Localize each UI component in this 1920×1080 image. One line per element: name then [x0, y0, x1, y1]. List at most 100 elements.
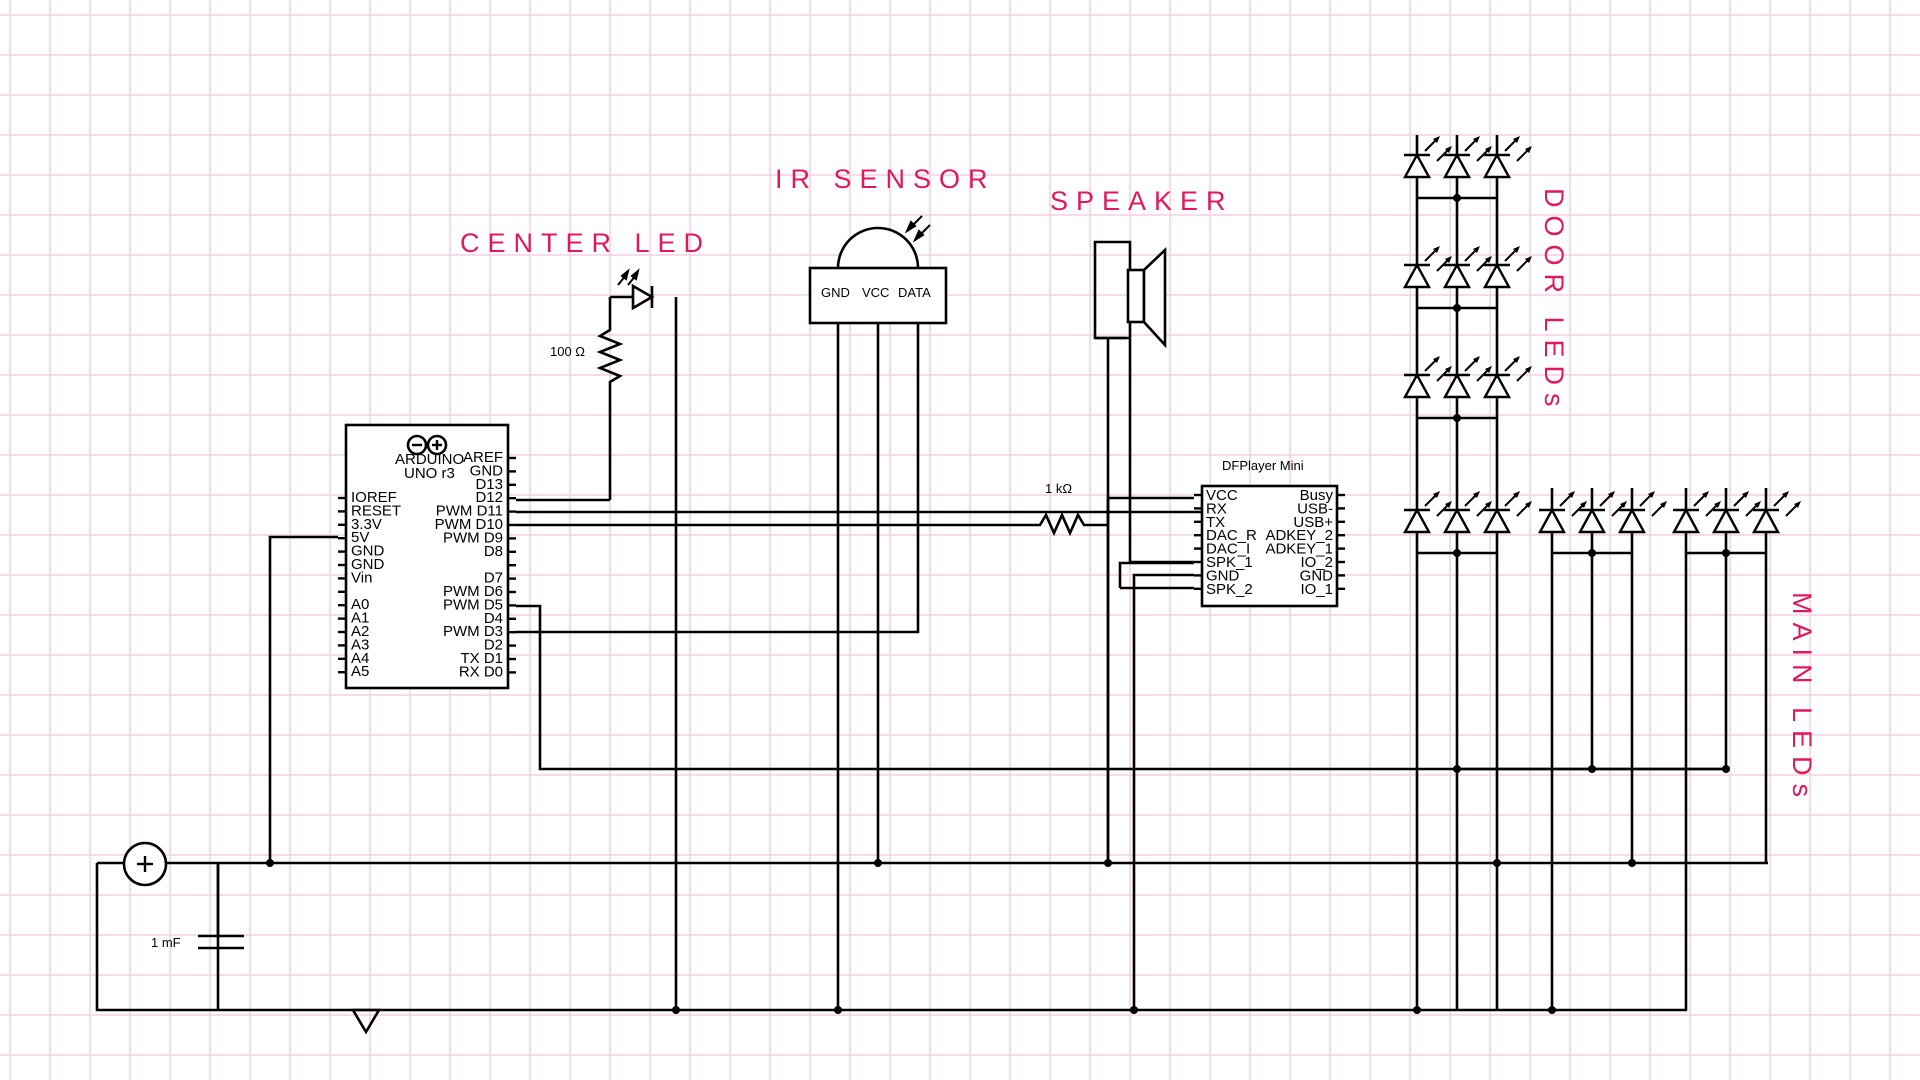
- junction-dot: [672, 1006, 680, 1014]
- arduino-pin-label: 3.3V: [351, 516, 382, 533]
- dfplayer-pin-label: Busy: [1300, 487, 1334, 504]
- dfplayer-pin-label: IO_1: [1300, 581, 1333, 598]
- junction-dot: [1453, 414, 1461, 422]
- junction-dot: [1104, 859, 1112, 867]
- junction-dot: [1413, 1006, 1421, 1014]
- center-led-diode-icon: [631, 283, 655, 311]
- dfplayer-pin-label: DAC_I: [1206, 541, 1250, 558]
- dfplayer-pin-label: IO_2: [1300, 554, 1333, 571]
- junction-dot: [1453, 765, 1461, 773]
- arduino-pin-label: GND: [351, 543, 385, 560]
- led-icon: [1751, 491, 1801, 534]
- wire: [516, 496, 1194, 537]
- arduino-pin-label: GND: [470, 462, 504, 479]
- arduino-pin-label: D8: [484, 543, 503, 560]
- center-led: 100 Ω: [550, 268, 655, 500]
- arduino-pin-label: PWM D5: [443, 596, 503, 613]
- arduino-model: UNO r3: [404, 465, 455, 482]
- junction-dot: [1453, 194, 1461, 202]
- arduino-pin-label: RESET: [351, 502, 401, 519]
- label-door-leds: DOOR LEDs: [1539, 188, 1569, 415]
- led-icon: [1402, 246, 1452, 289]
- center-led-light-arrows-icon: [617, 268, 640, 286]
- junction-dot: [1493, 859, 1501, 867]
- dfplayer-pin-label: DAC_R: [1206, 527, 1257, 544]
- wire: [268, 535, 338, 863]
- ground-icon: [350, 1008, 382, 1035]
- arduino-pin-label: A5: [351, 663, 369, 680]
- label-speaker: SPEAKER: [1050, 186, 1234, 216]
- junction-dot: [1453, 549, 1461, 557]
- label-center-led: CENTER LED: [460, 228, 711, 258]
- led-icon: [1577, 491, 1627, 534]
- arduino-pin-label: PWM D10: [435, 516, 503, 533]
- dfplayer-title: DFPlayer Mini: [1222, 458, 1304, 473]
- junction-dot: [1453, 304, 1461, 312]
- dfplayer-pin-label: USB+: [1293, 514, 1333, 531]
- led-icon: [1442, 491, 1492, 534]
- dfplayer-pin-label: SPK_2: [1206, 581, 1253, 598]
- speaker-frame: [1093, 240, 1132, 340]
- junction-dots: [266, 194, 1730, 1014]
- wire: [516, 323, 920, 634]
- junction-dot: [1722, 549, 1730, 557]
- dfplayer-pin-label: GND: [1206, 567, 1240, 584]
- resistor-1k-label: 1 kΩ: [1045, 481, 1072, 496]
- led-icon: [1482, 491, 1532, 534]
- led-icon: [1442, 246, 1492, 289]
- led-icon: [1482, 356, 1532, 399]
- ir-dome: [836, 226, 920, 269]
- arduino-pin-label: A1: [351, 610, 369, 627]
- arduino-pin-label: AREF: [463, 449, 503, 466]
- dfplayer-pin-label: ADKEY_1: [1265, 541, 1333, 558]
- led-icon: [1402, 356, 1452, 399]
- capacitor: 1 mF: [151, 934, 244, 950]
- led-array: [1402, 136, 1801, 534]
- led-icon: [1617, 491, 1667, 534]
- dfplayer-pin-label: SPK_1: [1206, 554, 1253, 571]
- ir-pin-vcc: VCC: [862, 285, 889, 300]
- junction-dot: [1548, 1006, 1556, 1014]
- speaker: [1093, 240, 1167, 349]
- junction-dot: [1130, 1006, 1138, 1014]
- arduino-pin-label: PWM D9: [443, 529, 503, 546]
- led-icon: [1442, 356, 1492, 399]
- wire: [516, 604, 1725, 771]
- led-icon: [1402, 136, 1452, 179]
- led-icon: [1537, 491, 1587, 534]
- led-icon: [1482, 246, 1532, 289]
- junction-dot: [1722, 765, 1730, 773]
- speaker-coil: [1126, 268, 1146, 324]
- arduino-pin-label: A2: [351, 623, 369, 640]
- junction-dot: [1588, 549, 1596, 557]
- arduino-pin-label: GND: [351, 556, 385, 573]
- label-ir-sensor: IR SENSOR: [775, 164, 996, 194]
- arduino-pin-label: A0: [351, 596, 369, 613]
- junction-dot: [874, 859, 882, 867]
- arduino-pin-label: IOREF: [351, 489, 397, 506]
- dfplayer-mini: DFPlayer Mini VCCRXTXDAC_RDAC_ISPK_1GNDS…: [1194, 458, 1345, 608]
- capacitor-label: 1 mF: [151, 935, 181, 950]
- led-icon: [1442, 136, 1492, 179]
- arduino-pin-label: 5V: [351, 529, 369, 546]
- resistor-100-label: 100 Ω: [550, 344, 585, 359]
- wire: [1128, 322, 1194, 564]
- arduino-pin-label: D13: [475, 476, 503, 493]
- resistor-1k: 1 kΩ: [1045, 481, 1072, 496]
- wire: [95, 863, 1687, 1012]
- arduino-body: [344, 423, 510, 690]
- dfplayer-pin-label: TX: [1206, 514, 1225, 531]
- dfplayer-pin-label: VCC: [1206, 487, 1238, 504]
- arduino-pin-label: D2: [484, 637, 503, 654]
- junction-dot: [834, 1006, 842, 1014]
- resistor-100-ohm: [596, 297, 624, 500]
- label-main-leds: MAIN LEDs: [1787, 592, 1817, 805]
- arduino-pin-label: TX D1: [460, 650, 503, 667]
- arduino-pin-label: PWM D6: [443, 583, 503, 600]
- arduino-pin-label: A4: [351, 650, 369, 667]
- ir-pin-data: DATA: [898, 285, 931, 300]
